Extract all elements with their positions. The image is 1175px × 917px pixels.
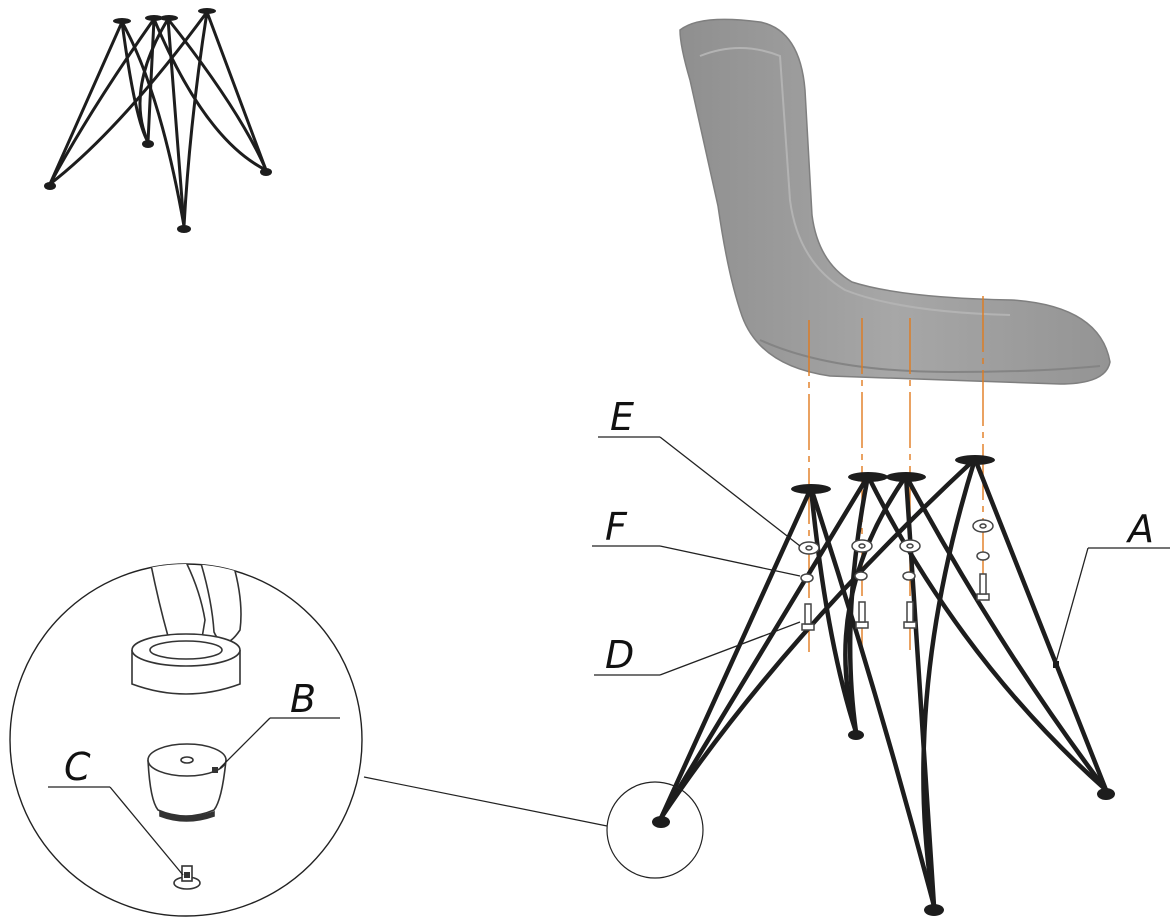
leg-frame (652, 455, 1115, 916)
base-thumbnail (44, 8, 272, 233)
bolt-1 (801, 603, 815, 631)
label-f: F (605, 505, 628, 549)
bolt-2 (855, 601, 869, 629)
foot-detail-view (9, 563, 363, 917)
washer-4 (972, 519, 994, 533)
lock-washer-1 (800, 573, 814, 583)
lock-washer-3 (902, 571, 916, 581)
label-B-callout: B (219, 677, 340, 769)
glide-foot (147, 743, 227, 822)
label-b: B (290, 677, 316, 721)
label-E-callout: E (598, 395, 801, 547)
label-F-callout: F (592, 505, 801, 577)
label-A-callout: A (1055, 507, 1170, 663)
seat-shell (679, 18, 1111, 385)
label-d: D (605, 633, 634, 677)
label-e: E (610, 395, 634, 439)
glide-cap (131, 633, 241, 695)
label-a: A (1125, 507, 1154, 551)
label-C-callout: C (48, 745, 184, 876)
lock-washer-4 (976, 551, 990, 561)
bolt-4 (976, 573, 990, 601)
washer-2 (851, 539, 873, 553)
washer-1 (798, 541, 820, 555)
label-c: C (64, 745, 91, 789)
washer-3 (899, 539, 921, 553)
hardware-set (798, 519, 994, 631)
label-D-callout: D (594, 621, 801, 677)
bolt-3 (903, 601, 917, 629)
lock-washer-2 (854, 571, 868, 581)
foot-callout (363, 776, 704, 879)
